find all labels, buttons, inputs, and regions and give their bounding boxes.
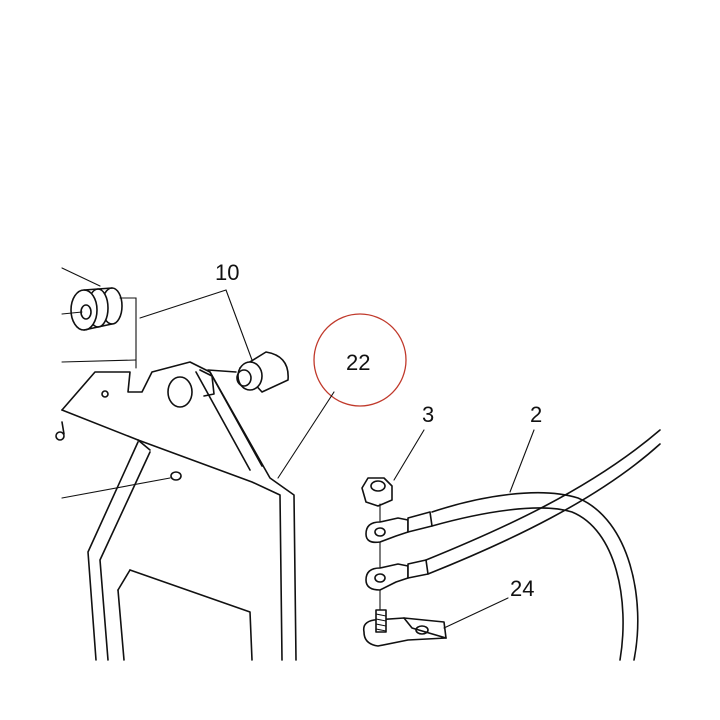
callout-24-leader <box>443 597 509 629</box>
callout-2-label: 2 <box>530 402 542 427</box>
cable-part-2 <box>365 429 661 661</box>
callout-24-label: 24 <box>510 576 534 601</box>
callout-10-label: 10 <box>215 260 239 285</box>
callout-22-label: 22 <box>346 350 370 375</box>
bushing-part-10 <box>207 351 289 393</box>
nut-part-3 <box>361 477 393 525</box>
callout-3-label: 3 <box>422 402 434 427</box>
callout-22-leader <box>277 391 335 479</box>
bracket-assembly <box>55 361 297 661</box>
callout-10-leader <box>139 289 253 361</box>
callout-3-leader <box>393 429 425 481</box>
callout-22-highlight-circle <box>313 313 407 407</box>
stud-bracket-part-24 <box>362 589 447 647</box>
grommet-part <box>61 267 137 369</box>
callout-2-leader <box>509 429 535 493</box>
